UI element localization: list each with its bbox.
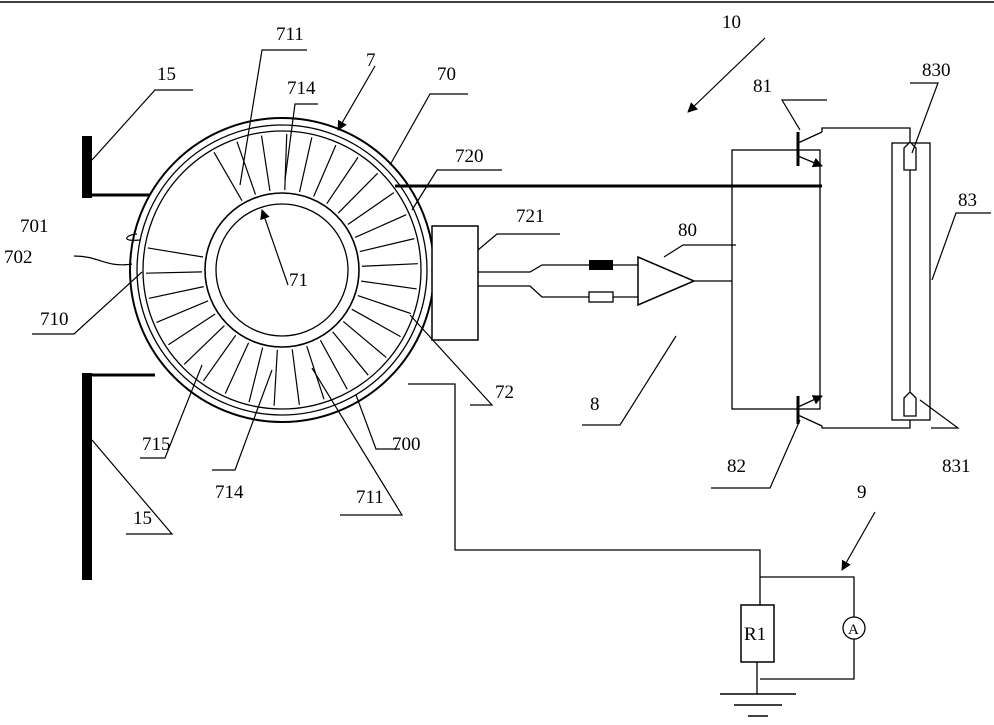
blade [183,325,225,365]
blade [357,295,412,315]
label-714-bottom: 714 [215,482,244,503]
leader-lines [32,37,991,571]
mounting-bracket-top [82,136,150,198]
label-702: 702 [4,247,33,268]
blade [236,141,257,195]
label-714-top: 714 [287,78,316,99]
label-80: 80 [678,220,697,241]
label-8: 8 [590,394,600,415]
control-bus [731,149,821,410]
ring-701 [136,124,428,416]
ring-700 [142,130,422,410]
amplifier-80 [637,255,696,307]
blade [291,349,300,405]
label-700: 700 [392,434,421,455]
label-r1: R1 [744,624,766,645]
sensor-box-721 [431,225,479,341]
lamp-tube-83 [891,142,931,421]
label-715: 715 [142,434,171,455]
label-15-top: 15 [157,64,176,85]
ground-wire [408,383,761,605]
stator-ring-72 [204,192,360,348]
filter-element-dark [589,260,613,270]
blade-set [146,134,418,406]
label-15-bottom: 15 [133,508,152,529]
blade [248,347,264,403]
transistor-81 [796,127,911,168]
blade [326,156,359,205]
label-82: 82 [727,456,746,477]
blade [273,349,278,406]
blade [337,172,379,214]
blade [354,214,407,239]
blade [260,135,271,192]
rotor-assembly [129,117,435,423]
filter-element-light [588,291,614,303]
label-9: 9 [857,482,867,503]
label-831: 831 [942,456,971,477]
blade [284,134,288,191]
blade [347,192,395,225]
label-721: 721 [516,206,545,227]
mounting-bracket-bottom [82,373,155,580]
blade [156,300,209,323]
transistor-82 [796,395,911,429]
electrode-831 [903,391,917,417]
label-711-top: 711 [276,24,304,45]
label-7: 7 [366,50,376,71]
ammeter-letter: A [848,622,859,638]
blade [319,339,348,390]
label-701: 701 [20,216,49,237]
blade [351,308,401,338]
resistor-r1 [740,604,775,663]
outer-ring-702 [129,117,435,423]
label-72: 72 [495,382,514,403]
blade [359,238,415,253]
blade [147,247,204,258]
blade [342,320,387,358]
label-10: 10 [722,12,741,33]
label-71: 71 [289,270,308,291]
core-71 [215,203,349,337]
blade [146,271,203,274]
blade [168,313,216,346]
label-710: 710 [40,309,69,330]
blade [361,280,417,290]
blade [224,342,250,394]
label-830: 830 [922,60,951,81]
blade [313,144,337,197]
blade [148,286,204,299]
blade [213,151,243,202]
label-70: 70 [437,64,456,85]
label-81: 81 [753,76,772,97]
blade [361,263,418,267]
label-711-bottom: 711 [356,487,384,508]
label-720: 720 [455,146,484,167]
blade [202,334,237,382]
ammeter [842,616,866,640]
blade [332,331,369,376]
ground-symbol [720,693,796,717]
blade [298,137,313,193]
label-83: 83 [958,190,977,211]
signal-lines [478,264,638,298]
